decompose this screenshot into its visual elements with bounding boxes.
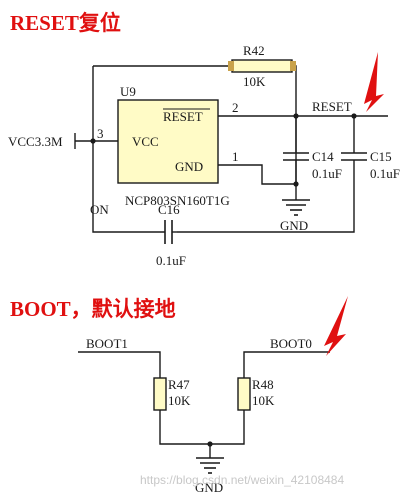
gnd-label-boot: GND [195, 480, 223, 495]
junction-gnd [293, 181, 299, 187]
pin-num-vcc: 3 [97, 126, 104, 141]
r47-value: 10K [168, 393, 191, 408]
c16-ref: C16 [158, 202, 180, 217]
c14-value: 0.1uF [312, 166, 342, 181]
r42-ref: R42 [243, 43, 265, 58]
pin-num-gnd: 1 [232, 149, 239, 164]
reset-net-label: RESET [312, 99, 352, 114]
c15-ref: C15 [370, 149, 392, 164]
reset-heading: RESET复位 [10, 11, 121, 35]
r48-resistor [237, 377, 251, 411]
c15-value: 0.1uF [370, 166, 400, 181]
ic-pin-vcc: VCC [132, 134, 159, 149]
r42-resistor [231, 59, 293, 73]
wire-boot0 [243, 351, 330, 378]
r42-pad-right [290, 61, 296, 71]
gnd-label-reset: GND [280, 218, 308, 233]
reset-arrow-icon [364, 52, 384, 112]
ic-pin-gnd: GND [175, 159, 203, 174]
on-label: ON [90, 202, 109, 217]
ic-part-number: NCP803SN160T1G [125, 193, 230, 208]
c14-ref: C14 [312, 149, 334, 164]
r47-resistor [153, 377, 167, 411]
boot1-net-label: BOOT1 [86, 336, 128, 351]
wire-boot-bottom [159, 410, 245, 445]
ic-pin-reset: RESET [163, 109, 203, 124]
ic-ref: U9 [120, 84, 136, 99]
r42-value: 10K [243, 74, 266, 89]
r47-ref: R47 [168, 377, 190, 392]
junction-vcc [90, 138, 96, 144]
c16-value: 0.1uF [156, 253, 186, 268]
wire-left-loop [92, 66, 165, 233]
ic-u9-body [117, 99, 219, 184]
wire-gnd-pin [218, 164, 296, 185]
boot-heading: BOOT，默认接地 [10, 297, 176, 321]
boot-arrow-icon [324, 296, 348, 356]
boot0-net-label: BOOT0 [270, 336, 312, 351]
wire-boot1 [78, 351, 161, 378]
pin-num-reset: 2 [232, 100, 239, 115]
power-net-label: VCC3.3M [8, 134, 63, 149]
r48-ref: R48 [252, 377, 274, 392]
watermark: https://blog.csdn.net/weixin_42108484 [140, 473, 344, 487]
r42-pad-left [228, 61, 234, 71]
r48-value: 10K [252, 393, 275, 408]
c15-lead-bottom [177, 160, 355, 233]
